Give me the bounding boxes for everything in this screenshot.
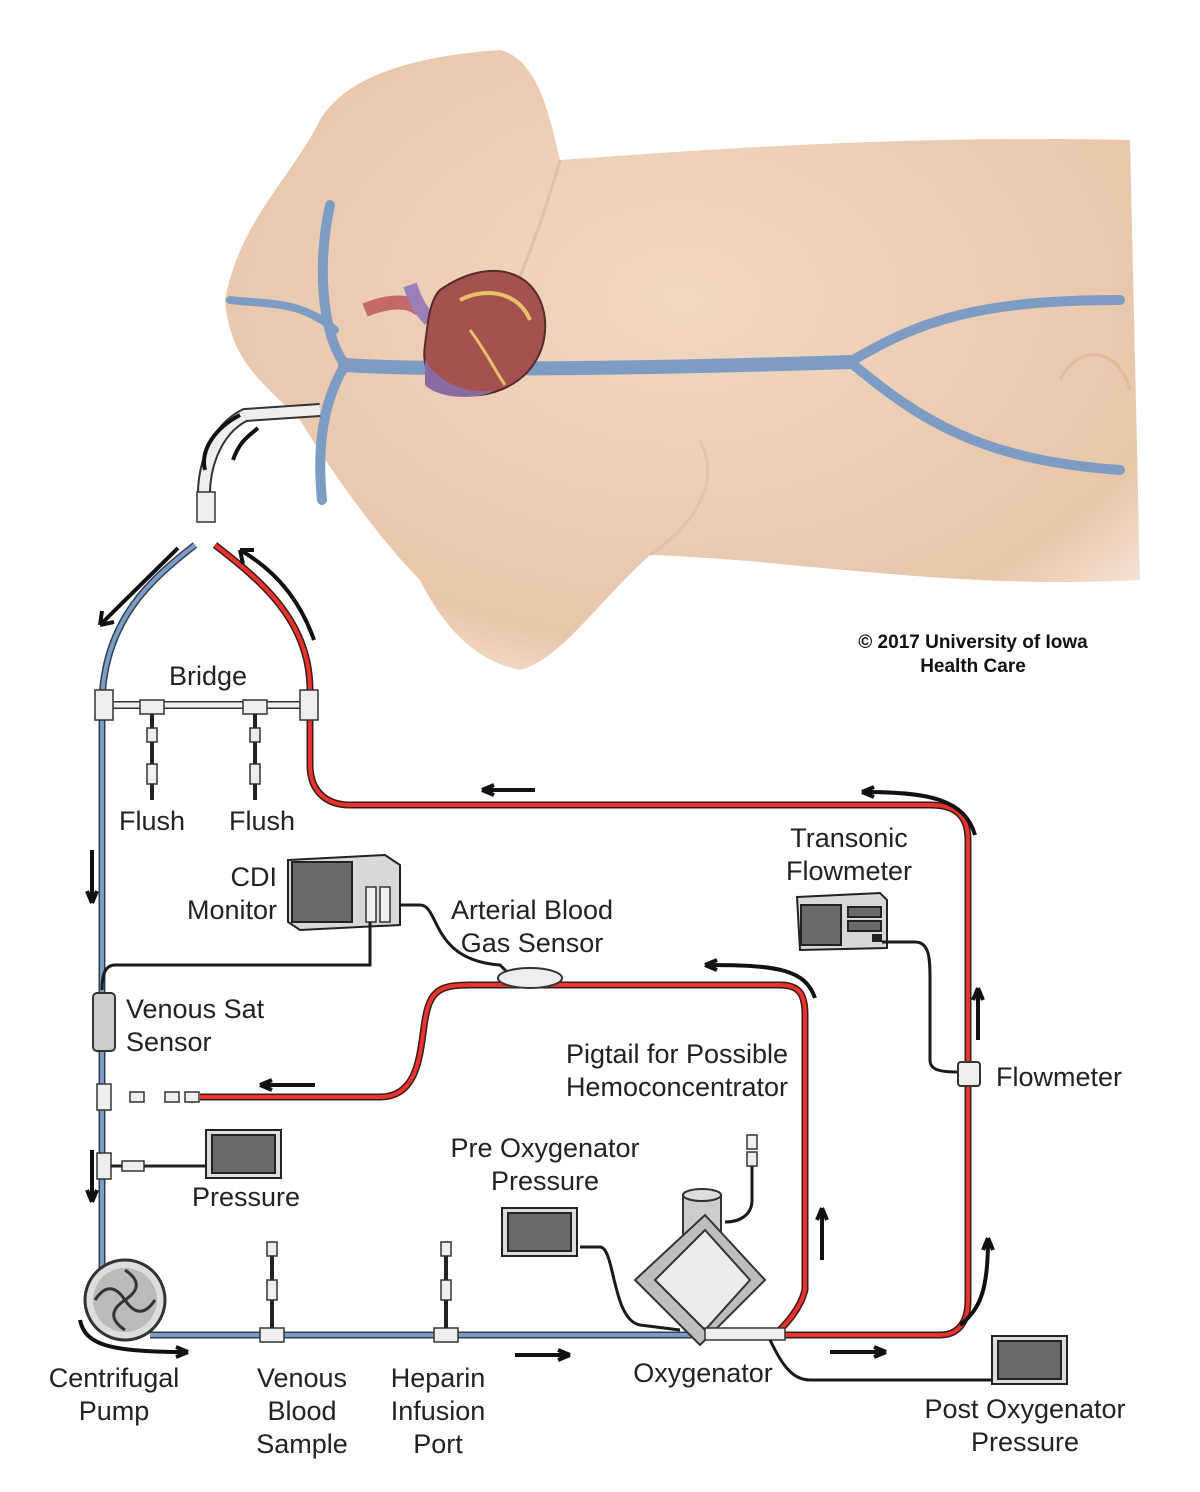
heparin-label-2: Infusion: [391, 1396, 486, 1426]
venous-sat-label-2: Sensor: [126, 1027, 212, 1057]
pump-label-2: Pump: [79, 1396, 150, 1426]
venous-sat-label-1: Venous Sat: [126, 994, 265, 1024]
cannula: [196, 403, 321, 523]
cdi-monitor: [100, 853, 512, 991]
pressure-monitor: [96, 1129, 282, 1180]
blood-gas-return-connector: [96, 1083, 200, 1111]
abg-label-1: Arterial Blood: [451, 895, 613, 925]
sample-label-1: Venous: [257, 1363, 347, 1393]
pigtail-label-2: Hemoconcentrator: [566, 1072, 788, 1102]
heparin-label-1: Heparin: [391, 1363, 486, 1393]
flush-left-label: Flush: [119, 806, 185, 836]
sample-label-3: Sample: [256, 1429, 348, 1459]
venous-sat-sensor: [92, 992, 116, 1052]
flow-arrows: [78, 413, 995, 1362]
venous-blood-sample-port: [259, 1241, 285, 1343]
post-oxygenator-pressure-monitor: [991, 1335, 1068, 1385]
transonic-label-2: Flowmeter: [786, 856, 912, 886]
copyright-line-1: © 2017 University of Iowa: [858, 632, 1088, 653]
heart: [362, 269, 547, 397]
cdi-label-2: Monitor: [187, 895, 277, 925]
bridge-label: Bridge: [169, 661, 247, 691]
flush-port-left: [139, 699, 165, 800]
flowmeter-label: Flowmeter: [996, 1062, 1122, 1092]
post-oxy-label-2: Pressure: [971, 1427, 1079, 1457]
post-oxy-label-1: Post Oxygenator: [924, 1394, 1125, 1424]
pre-oxy-label-2: Pressure: [491, 1166, 599, 1196]
pump-label-1: Centrifugal: [49, 1363, 180, 1393]
pressure-label: Pressure: [192, 1182, 300, 1212]
transonic-flowmeter: [795, 891, 981, 1087]
abg-label-2: Gas Sensor: [461, 928, 604, 958]
heparin-infusion-port: [433, 1241, 459, 1343]
transonic-label-1: Transonic: [790, 823, 908, 853]
cdi-label-1: CDI: [231, 862, 278, 892]
oxygenator: [501, 1134, 995, 1382]
pigtail-label-1: Pigtail for Possible: [566, 1039, 788, 1069]
pigtail: [724, 1165, 754, 1224]
oxygenator-label: Oxygenator: [633, 1358, 773, 1388]
arterial-blood-gas-sensor: [497, 967, 563, 989]
sample-label-2: Blood: [267, 1396, 336, 1426]
bridge: [94, 689, 319, 800]
centrifugal-pump: [83, 1258, 167, 1342]
copyright-line-2: Health Care: [920, 656, 1026, 677]
flush-port-right: [242, 699, 268, 800]
venous-line: [98, 542, 198, 1280]
veins: [226, 200, 1125, 505]
pre-oxy-label-1: Pre Oxygenator: [450, 1133, 639, 1163]
flush-right-label: Flush: [229, 806, 295, 836]
flowmeter-probe: [957, 1061, 981, 1087]
heparin-label-3: Port: [413, 1429, 463, 1459]
